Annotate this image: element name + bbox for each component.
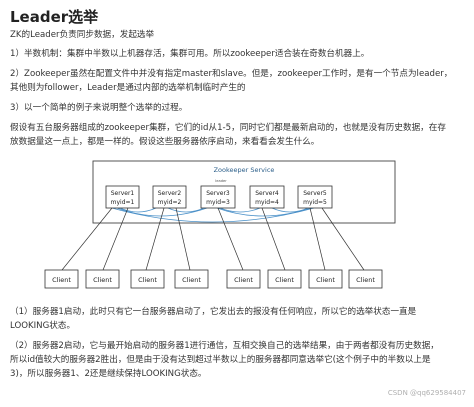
server3-name: Server3 [206,190,230,197]
client3-label: Client [138,276,157,284]
client4-label: Client [182,276,201,284]
paragraph-half-mechanism: 1）半数机制：集群中半数以上机器存活，集群可用。所以zookeeper适合装在奇… [10,49,370,59]
paragraph-step2-b: 所以id值较大的服务器2胜出，但是由于没有达到超过半数以上的服务器都同意选举它(… [10,355,431,365]
leader-tag: leader [215,179,227,183]
client7-box [308,269,343,289]
client6-label: Client [275,276,294,284]
client4-box [174,269,209,289]
client7-label: Client [316,276,335,284]
client3-box [130,269,165,289]
client2-box [85,269,120,289]
zookeeper-service-label: Zookeeper Service [214,166,275,174]
server1-box [105,185,140,209]
server2-myid: myid=2 [158,199,182,206]
client8-box [348,269,383,289]
paragraph-step1-b: LOOKING状态。 [10,321,76,331]
article-title: Leader选举 [10,8,99,26]
zookeeper-service-box [92,160,396,224]
server4-box [249,185,285,209]
server1-name: Server1 [111,190,135,197]
server1-myid: myid=1 [111,199,135,206]
client1-label: Client [52,276,71,284]
paragraph-master-slave-2: 其他则为follower，Leader是通过内部的选举机制临时产生的 [10,83,246,93]
arc-s1-s5 [111,207,315,223]
paragraph-example: 3）以一个简单的例子来说明整个选举的过程。 [10,103,188,113]
link-s3-c5 [217,207,244,271]
server5-myid: myid=5 [303,199,327,206]
server3-myid: myid=3 [206,199,230,206]
arc-s3-s4 [219,207,261,213]
arc-s4-s5 [271,207,309,213]
link-s1-c1 [61,207,113,271]
client5-label: Client [234,276,253,284]
arc-s3-s5 [216,207,312,217]
client8-label: Client [356,276,375,284]
paragraph-cluster-2: 放数据量这一点上，都是一样的。假设这些服务器依序启动，来看看会发生什么。 [10,137,320,147]
server5-box [297,185,333,209]
arc-s2-s3 [167,207,205,213]
server2-name: Server2 [158,190,182,197]
paragraph-intro: ZK的Leader负责同步数据，发起选举 [10,30,155,40]
client2-label: Client [93,276,112,284]
link-s2-c4 [175,207,191,271]
arc-s1-s3 [116,207,208,217]
paragraph-cluster-1: 假设有五台服务器组成的zookeeper集群，它们的id从1-5，同时它们都是最… [10,123,446,133]
link-s4-c6 [261,207,286,271]
server4-myid: myid=4 [255,199,279,206]
paragraph-step2-c: 3)，所以服务器1、2还是继续保持LOOKING状态。 [10,369,207,379]
paragraph-master-slave-1: 2）Zookeeper虽然在配置文件中并没有指定master和slave。但是，… [10,69,453,79]
paragraph-step1-a: （1）服务器1启动，此时只有它一台服务器启动了，它发出去的报没有任何响应，所以它… [10,307,417,317]
link-s5-c8 [321,207,365,271]
client5-box [226,269,261,289]
link-s5-c7 [309,207,326,271]
csdn-watermark: CSDN @qq629584407 [387,389,466,397]
server5-name: Server5 [303,190,327,197]
server4-name: Server4 [255,190,279,197]
paragraph-step2-a: （2）服务器2启动，它与最开始启动的服务器1进行通信，互相交换自己的选举结果，由… [10,341,439,351]
link-s2-c3 [145,207,165,271]
server2-box [152,185,187,209]
server3-box [200,185,236,209]
arc-s1-s2 [119,207,157,213]
link-s1-c2 [102,207,129,271]
client6-box [267,269,302,289]
client1-box [44,269,79,289]
